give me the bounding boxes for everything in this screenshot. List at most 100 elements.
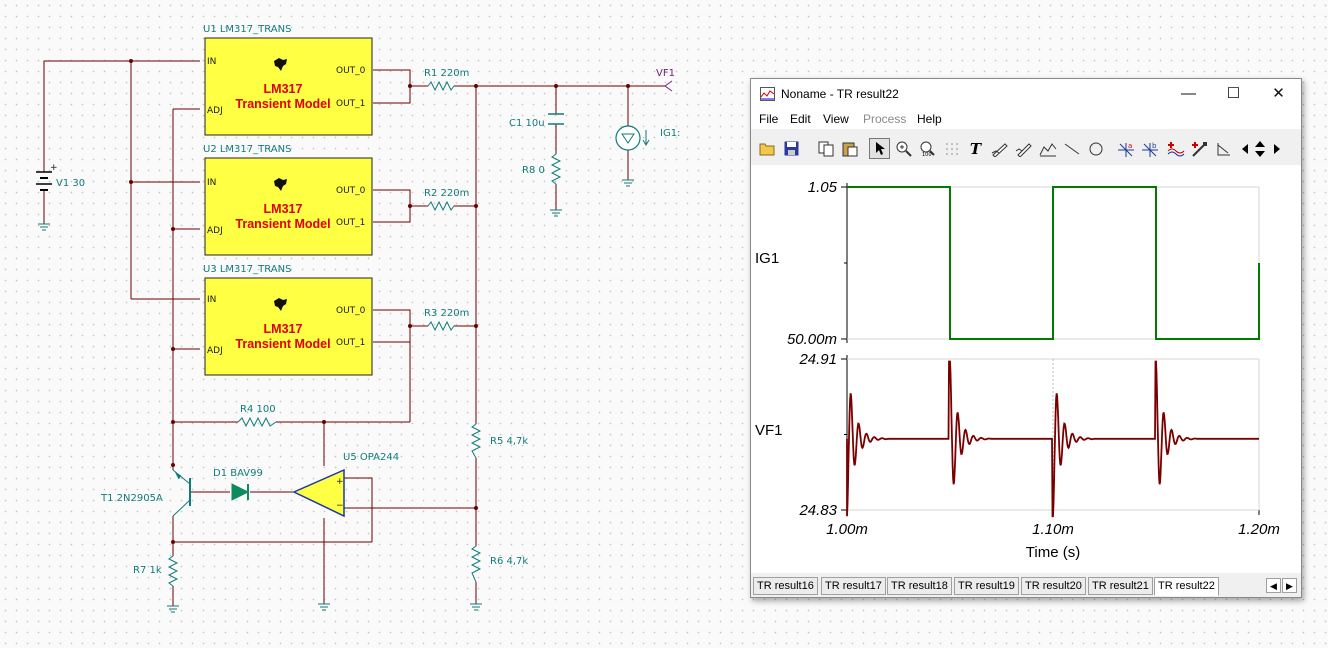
pin-in: IN: [207, 57, 216, 67]
copy-icon[interactable]: [815, 138, 836, 159]
minus-sign: −: [336, 501, 344, 511]
ground-symbols: [38, 179, 634, 613]
tab-tr-result20[interactable]: TR result20: [1021, 577, 1086, 595]
grid-icon[interactable]: [941, 138, 962, 159]
graph-icon[interactable]: [1037, 138, 1058, 159]
u3-label: U3 LM317_TRANS: [203, 264, 291, 275]
pin-out0: OUT_0: [336, 186, 366, 196]
circuit-schematic[interactable]: + V1 30 U1 LM317_TRANS IN ADJ OUT_0 OUT_…: [0, 0, 745, 648]
window-title: Noname - TR result22: [781, 87, 899, 101]
tab-scroll-left-icon[interactable]: ◀: [1266, 578, 1281, 593]
close-button[interactable]: ✕: [1272, 85, 1285, 102]
ig1-trace: [847, 186, 1260, 340]
line-icon[interactable]: [1061, 138, 1082, 159]
pin-in: IN: [207, 178, 216, 188]
plus-sign: +: [50, 163, 58, 173]
r5-label: R5 4,7k: [490, 436, 528, 447]
u5-label: U5 OPA244: [343, 452, 399, 463]
pin-out0: OUT_0: [336, 306, 366, 316]
pen-icon[interactable]: [989, 138, 1010, 159]
result-tab-bar: TR result16 TR result17 TR result18 TR r…: [751, 575, 1301, 597]
pin-out0: OUT_0: [336, 66, 366, 76]
pin-out1: OUT_1: [336, 338, 365, 348]
r6-label: R6 4,7k: [490, 556, 528, 567]
tab-tr-result16[interactable]: TR result16: [753, 577, 818, 595]
maximize-button[interactable]: ☐: [1226, 85, 1241, 102]
r7-label: R7 1k: [133, 565, 162, 576]
scroll-updown-icon[interactable]: [1253, 138, 1267, 159]
tab-tr-result18[interactable]: TR result18: [887, 577, 952, 595]
u2-model-line1: LM317: [264, 202, 303, 216]
add-curve-icon[interactable]: [1165, 138, 1186, 159]
svg-text:b: b: [1152, 142, 1157, 150]
ig1-label: IG1:: [660, 128, 680, 139]
menu-help[interactable]: Help: [917, 112, 942, 126]
title-bar[interactable]: Noname - TR result22 — ☐ ✕: [751, 79, 1301, 109]
diode-d1[interactable]: D1 BAV99: [213, 468, 263, 501]
pin-out1: OUT_1: [336, 218, 365, 228]
tab-tr-result19[interactable]: TR result19: [954, 577, 1019, 595]
transistor-t1[interactable]: T1 2N2905A: [100, 465, 191, 517]
text-icon[interactable]: T: [969, 139, 982, 158]
r2-label: R2 220m: [424, 188, 469, 199]
vf1-ytick-min: 24.83: [798, 502, 837, 519]
ig1-ytick-min: 50.00m: [787, 331, 837, 348]
pen-marker-icon[interactable]: [1013, 138, 1034, 159]
probe-icon[interactable]: [1189, 138, 1210, 159]
menu-process[interactable]: Process: [863, 112, 907, 126]
scroll-right-icon[interactable]: [1271, 138, 1283, 159]
plus-sign: +: [336, 477, 344, 487]
pin-adj: ADJ: [207, 226, 223, 236]
scroll-left-icon[interactable]: [1239, 138, 1251, 159]
ig1-axis-label: IG1: [755, 250, 779, 267]
toolbar: 100 T a b: [751, 131, 1301, 163]
menu-file[interactable]: File: [759, 112, 779, 126]
voltage-probe-vf1[interactable]: VF1: [656, 68, 675, 92]
open-icon[interactable]: [757, 138, 778, 159]
u2-label: U2 LM317_TRANS: [203, 144, 291, 155]
save-icon[interactable]: [781, 138, 802, 159]
pin-adj: ADJ: [207, 106, 223, 116]
step-icon[interactable]: [1213, 138, 1234, 159]
opamp-u5[interactable]: + − U5 OPA244: [292, 452, 399, 518]
zoom-in-icon[interactable]: [893, 138, 914, 159]
x-tick-label: 1.00m: [826, 521, 868, 538]
cursor-b-icon[interactable]: b: [1139, 138, 1160, 159]
tab-tr-result22[interactable]: TR result22: [1154, 577, 1219, 596]
r4-label: R4 100: [240, 404, 276, 415]
battery-v1[interactable]: + V1 30: [36, 148, 85, 224]
vf1-axis-label: VF1: [755, 422, 783, 439]
pointer-icon[interactable]: [869, 138, 890, 159]
zoom-100-icon[interactable]: 100: [917, 138, 938, 159]
svg-text:a: a: [1128, 142, 1132, 150]
menu-view[interactable]: View: [823, 112, 849, 126]
u1-model-line1: LM317: [264, 82, 303, 96]
tab-tr-result21[interactable]: TR result21: [1088, 577, 1153, 595]
u2-lm317-block[interactable]: U2 LM317_TRANS IN ADJ OUT_0 OUT_1 LM317 …: [203, 144, 373, 256]
paste-icon[interactable]: [839, 138, 860, 159]
tab-scroll-right-icon[interactable]: ▶: [1282, 578, 1297, 593]
r1-label: R1 220m: [424, 68, 469, 79]
u3-lm317-block[interactable]: U3 LM317_TRANS IN ADJ OUT_0 OUT_1 LM317 …: [203, 264, 373, 376]
minimize-button[interactable]: —: [1181, 85, 1196, 102]
u3-model-line1: LM317: [264, 322, 303, 336]
r8-label: R8 0: [522, 165, 545, 176]
d1-label: D1 BAV99: [213, 468, 263, 479]
menu-edit[interactable]: Edit: [790, 112, 811, 126]
junctions: [129, 59, 630, 544]
u1-model-line2: Transient Model: [235, 97, 330, 111]
tr-result-window[interactable]: Noname - TR result22 — ☐ ✕ File Edit Vie…: [750, 78, 1302, 598]
r3-label: R3 220m: [424, 308, 469, 319]
capacitor-c1[interactable]: C1 10u: [509, 113, 564, 129]
ti-logo-icon: [274, 178, 287, 191]
cursor-a-icon[interactable]: a: [1115, 138, 1136, 159]
v1-label: V1 30: [56, 178, 85, 189]
c1-label: C1 10u: [509, 118, 545, 129]
circle-icon[interactable]: [1085, 138, 1106, 159]
u1-lm317-block[interactable]: U1 LM317_TRANS IN ADJ OUT_0 OUT_1 LM317 …: [203, 24, 373, 136]
tab-tr-result17[interactable]: TR result17: [821, 577, 886, 595]
ammeter-ig1[interactable]: IG1:: [615, 125, 680, 151]
